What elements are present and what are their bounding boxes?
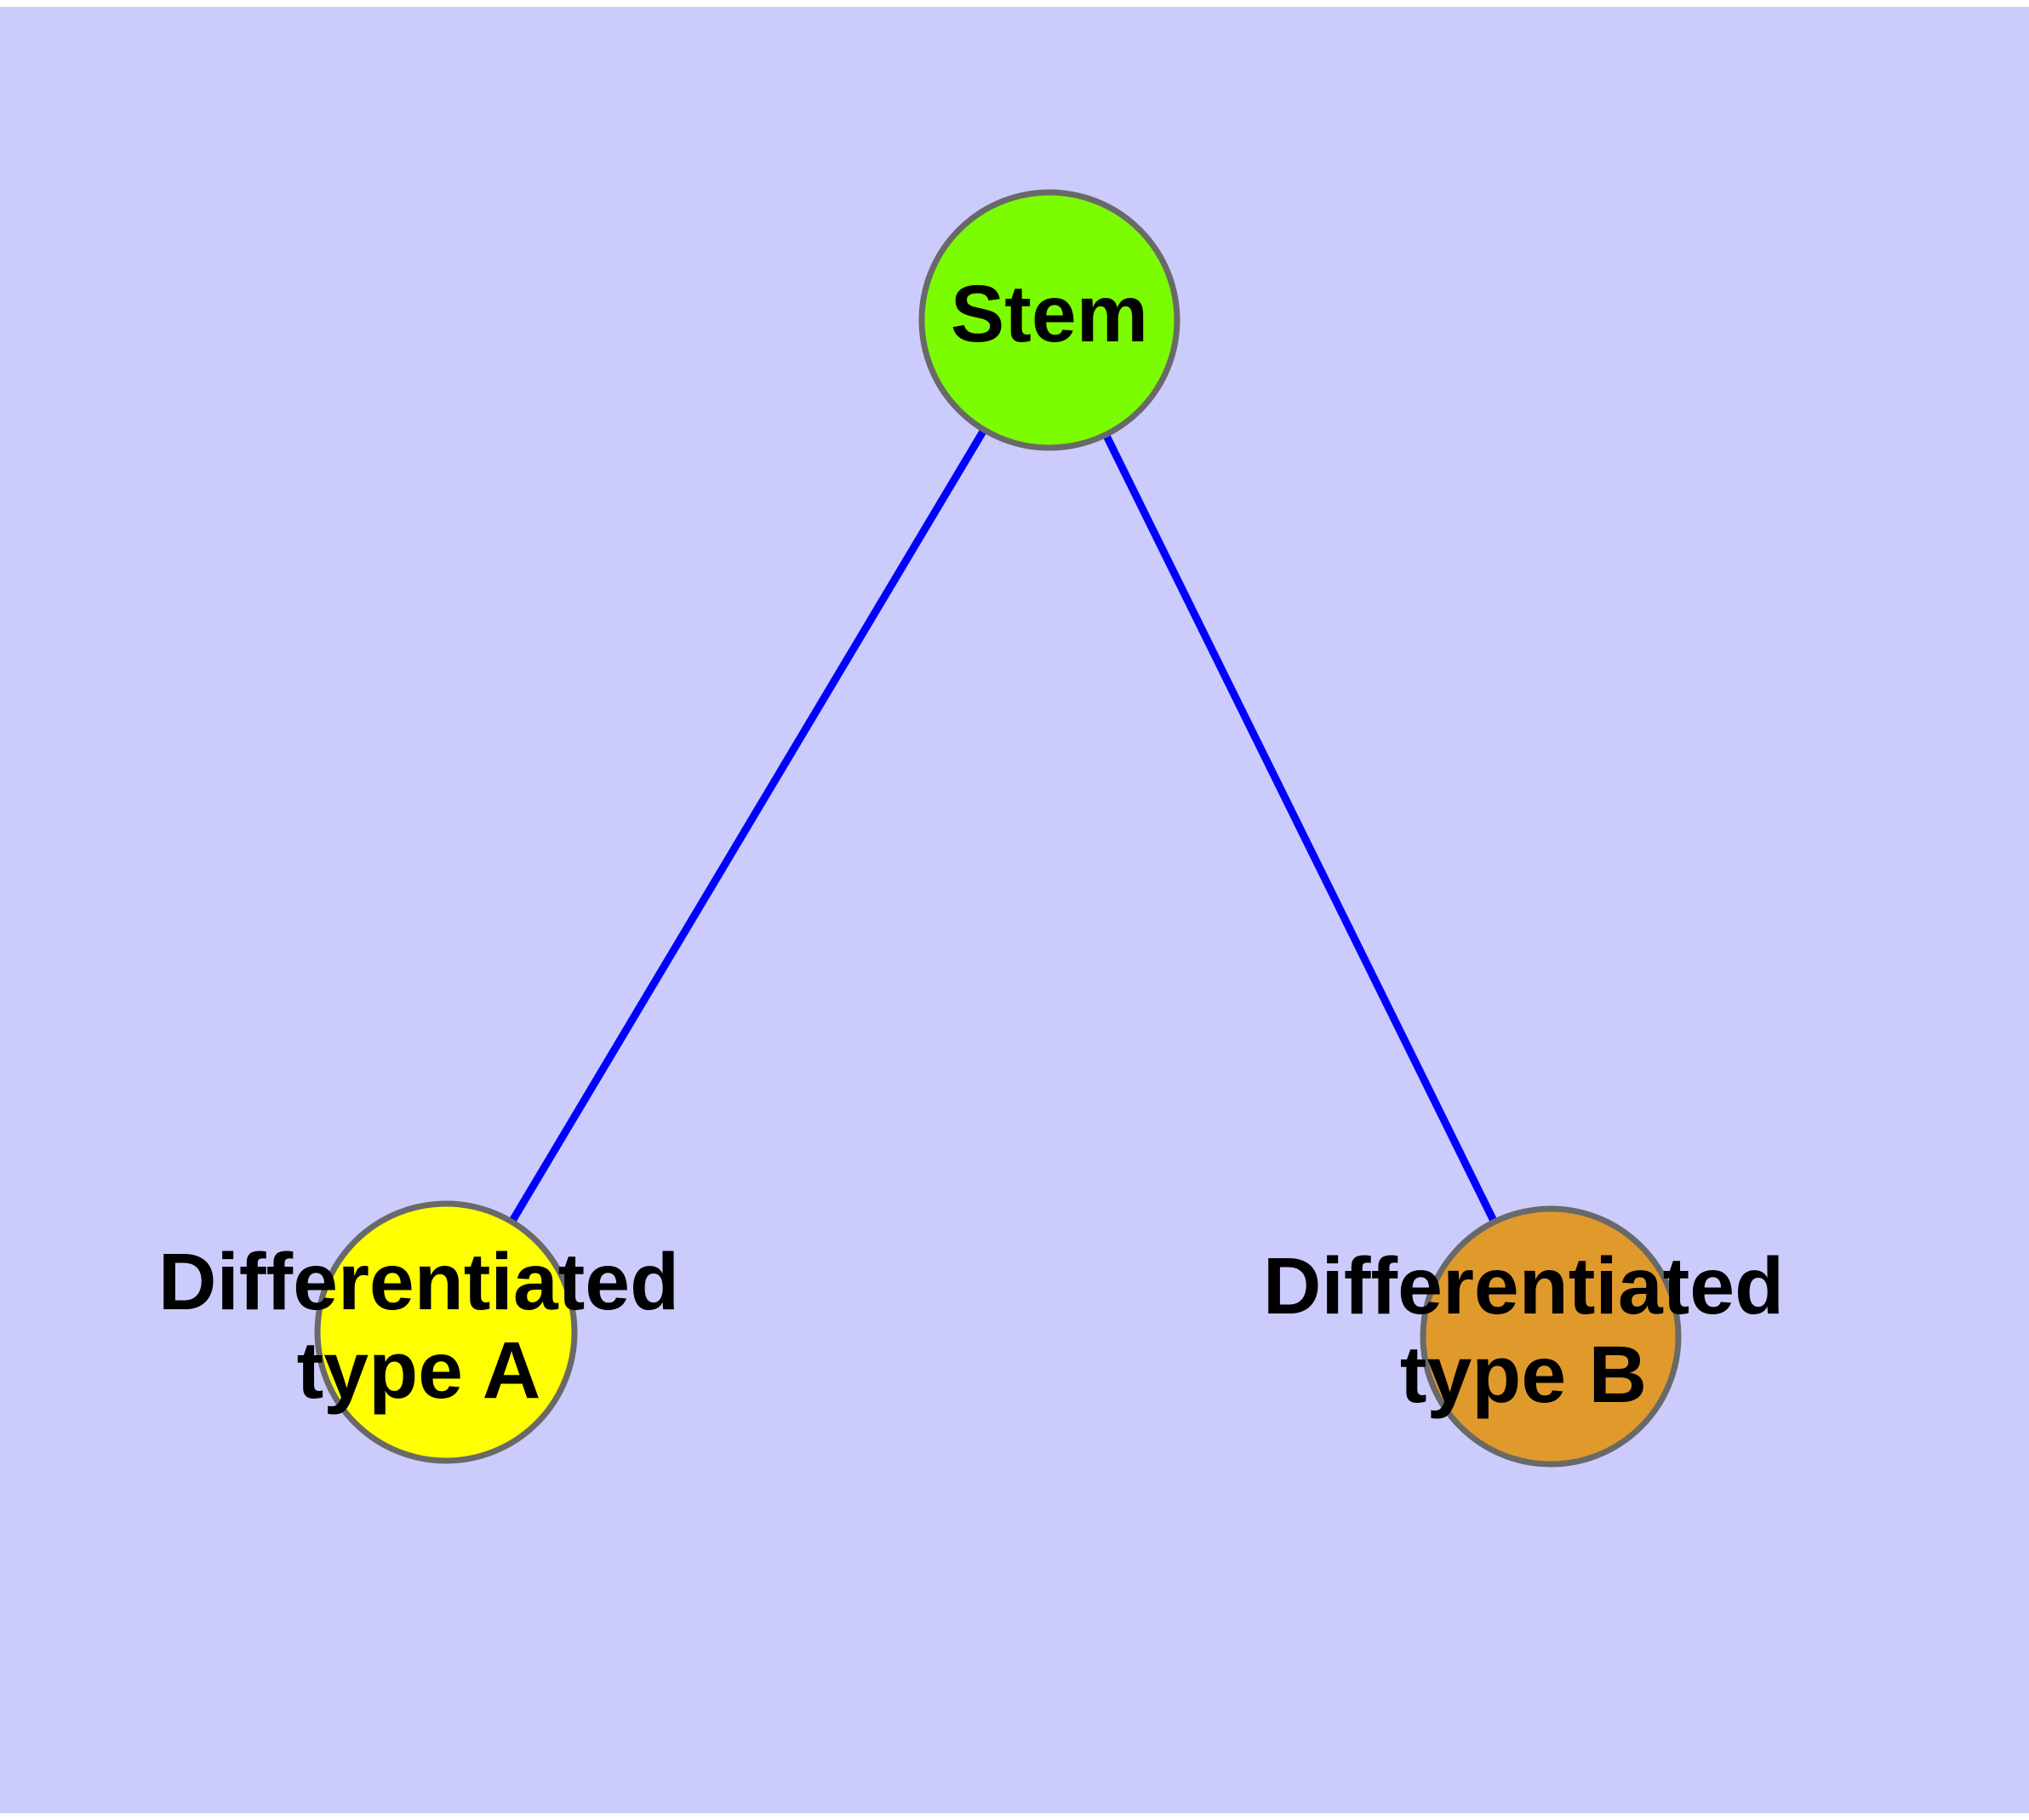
node-stem[interactable] xyxy=(918,189,1180,451)
edges-layer xyxy=(507,426,1499,1226)
node-label-line: Differentiated xyxy=(1263,1241,1784,1331)
node-label-line: type A xyxy=(297,1325,541,1416)
node-diff_a[interactable] xyxy=(314,1200,578,1464)
node-label-stem: Stem xyxy=(951,269,1148,359)
node-label-line: Stem xyxy=(951,269,1148,359)
nodes-layer xyxy=(314,189,1682,1468)
node-label-line: type B xyxy=(1400,1330,1647,1420)
edge-stem-b[interactable] xyxy=(1101,431,1499,1226)
edge-stem-a[interactable] xyxy=(507,426,989,1226)
node-diff_b[interactable] xyxy=(1420,1205,1682,1468)
node-label-line: Differentiated xyxy=(158,1237,679,1327)
